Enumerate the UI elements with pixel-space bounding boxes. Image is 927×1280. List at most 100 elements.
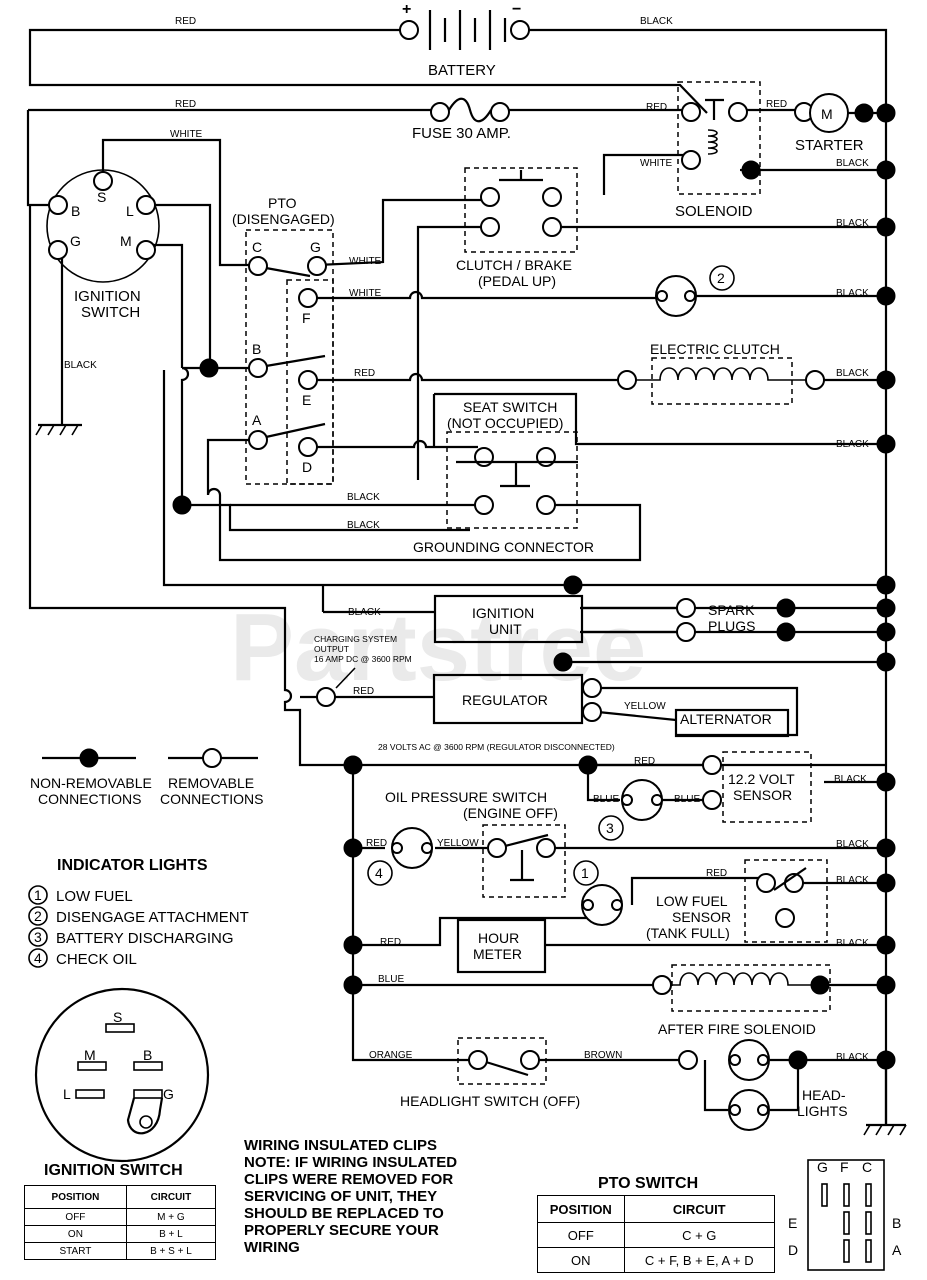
wiring-clips-title: WIRING INSULATED CLIPS [244, 1137, 438, 1154]
svg-text:C: C [862, 1159, 872, 1175]
svg-text:BLACK: BLACK [64, 360, 97, 371]
svg-text:LIGHTS: LIGHTS [797, 1103, 848, 1119]
note-line: SHOULD BE REPLACED TO [244, 1205, 444, 1222]
svg-text:BROWN: BROWN [584, 1050, 622, 1061]
table-header: CIRCUIT [125, 1185, 217, 1209]
pto-switch-table: POSITION CIRCUIT OFF C + G ON C + F, B +… [537, 1195, 776, 1273]
svg-text:L: L [63, 1086, 71, 1102]
table-cell: B + S + L [125, 1242, 217, 1260]
ignition-switch-label: IGNITION [74, 288, 141, 305]
wire-labels: RED BLACK RED RED RED BLACK WHITE WHITE … [64, 16, 869, 1063]
svg-text:WHITE: WHITE [170, 129, 203, 140]
oil-pressure-switch: OIL PRESSURE SWITCH (ENGINE OFF) [385, 789, 566, 898]
svg-text:BLACK: BLACK [836, 938, 869, 949]
svg-text:D: D [788, 1242, 798, 1258]
svg-text:YELLOW: YELLOW [437, 838, 479, 849]
table-cell: C + F, B + E, A + D [623, 1247, 776, 1273]
after-fire-solenoid: AFTER FIRE SOLENOID [652, 964, 831, 1037]
ignition-switch-table: POSITION CIRCUIT OFF M + G ON B + L STAR… [24, 1185, 217, 1260]
svg-text:(TANK FULL): (TANK FULL) [646, 925, 730, 941]
note-line: SERVICING OF UNIT, THEY [244, 1188, 438, 1205]
indicator-light-3: 3 [598, 779, 663, 841]
battery-negative-terminal [510, 20, 530, 40]
svg-text:BLACK: BLACK [347, 492, 380, 503]
battery-plus-sign: + [402, 1, 411, 18]
seat-switch: SEAT SWITCH (NOT OCCUPIED) GROUNDING CON… [413, 399, 594, 555]
svg-text:(PEDAL UP): (PEDAL UP) [478, 273, 556, 289]
table-header: CIRCUIT [623, 1195, 776, 1223]
svg-text:3: 3 [606, 820, 614, 836]
ignition-terminal-l [136, 195, 156, 215]
svg-text:F: F [840, 1159, 849, 1175]
svg-text:RED: RED [366, 838, 387, 849]
low-fuel-sensor: LOW FUEL SENSOR (TANK FULL) [646, 859, 828, 943]
pto-table-title: PTO SWITCH [598, 1175, 699, 1192]
svg-text:BLACK: BLACK [836, 439, 869, 450]
svg-text:BLACK: BLACK [836, 875, 869, 886]
svg-text:A: A [892, 1242, 902, 1258]
ignition-terminal-s [93, 171, 113, 191]
headlight-switch: HEADLIGHT SWITCH (OFF) [400, 1037, 580, 1109]
ac-voltage-note: 28 VOLTS AC @ 3600 RPM (REGULATOR DISCON… [378, 742, 615, 752]
svg-text:UNIT: UNIT [489, 621, 522, 637]
svg-text:3: 3 [34, 929, 42, 945]
svg-text:BLACK: BLACK [348, 607, 381, 618]
spark-plugs-label: SPARK [708, 602, 755, 618]
svg-text:G: G [70, 233, 81, 249]
svg-text:16 AMP DC @ 3600 RPM: 16 AMP DC @ 3600 RPM [314, 654, 412, 664]
svg-text:G: G [163, 1086, 174, 1102]
svg-text:1: 1 [581, 865, 589, 881]
starter-label: STARTER [795, 137, 864, 154]
note-line: PROPERLY SECURE YOUR [244, 1222, 439, 1239]
svg-text:B: B [252, 341, 261, 357]
ignition-terminal-g [48, 240, 68, 260]
clutch-brake-label: CLUTCH / BRAKE [456, 257, 572, 273]
svg-text:BLACK: BLACK [836, 288, 869, 299]
indicator-lights-legend: INDICATOR LIGHTS 1 LOW FUEL 2 DISENGAGE … [28, 857, 249, 968]
after-fire-label: AFTER FIRE SOLENOID [658, 1021, 816, 1037]
svg-text:RED: RED [380, 937, 401, 948]
svg-text:METER: METER [473, 946, 522, 962]
charging-system-label: CHARGING SYSTEM [314, 634, 397, 644]
seat-switch-label: SEAT SWITCH [463, 399, 557, 415]
alternator-label: ALTERNATOR [680, 711, 772, 727]
svg-text:RED: RED [175, 99, 196, 110]
hour-meter-label: HOUR [478, 930, 519, 946]
svg-text:BLACK: BLACK [834, 774, 867, 785]
table-cell: OFF [537, 1222, 625, 1248]
svg-text:2: 2 [717, 270, 725, 286]
svg-text:S: S [97, 189, 106, 205]
svg-text:RED: RED [353, 686, 374, 697]
indicator-item-2: DISENGAGE ATTACHMENT [56, 909, 249, 926]
svg-text:CONNECTIONS: CONNECTIONS [38, 791, 141, 807]
table-cell: C + G [623, 1222, 776, 1248]
indicator-item-3: BATTERY DISCHARGING [56, 930, 234, 947]
battery-label: BATTERY [428, 62, 496, 79]
svg-text:L: L [126, 203, 134, 219]
table-row: OFF M + G [24, 1208, 217, 1226]
svg-text:RED: RED [354, 368, 375, 379]
svg-text:OUTPUT: OUTPUT [314, 644, 349, 654]
connection-legend: NON-REMOVABLE CONNECTIONS REMOVABLE CONN… [30, 748, 263, 807]
svg-text:M: M [120, 233, 132, 249]
svg-text:C: C [252, 239, 262, 255]
svg-text:1: 1 [34, 887, 42, 903]
svg-text:RED: RED [706, 868, 727, 879]
indicator-item-4: CHECK OIL [56, 951, 137, 968]
fuse: FUSE 30 AMP. [412, 97, 511, 142]
note-line: CLIPS WERE REMOVED FOR [244, 1171, 454, 1188]
table-cell: START [24, 1242, 127, 1260]
battery-minus-sign: − [512, 1, 521, 18]
svg-text:RED: RED [646, 102, 667, 113]
svg-text:B: B [892, 1215, 901, 1231]
headlights: HEAD- LIGHTS [678, 1039, 848, 1131]
table-cell: ON [537, 1247, 625, 1273]
table-row: OFF C + G [537, 1222, 776, 1248]
clutch-brake-switch: CLUTCH / BRAKE (PEDAL UP) [456, 167, 578, 289]
indicator-light-2: 2 [655, 265, 735, 317]
svg-text:RED: RED [175, 16, 196, 27]
indicator-light-4: 4 [367, 827, 433, 886]
fuse-label: FUSE 30 AMP. [412, 125, 511, 142]
wiring-clips-note: WIRING INSULATED CLIPS NOTE: IF WIRING I… [244, 1137, 514, 1256]
